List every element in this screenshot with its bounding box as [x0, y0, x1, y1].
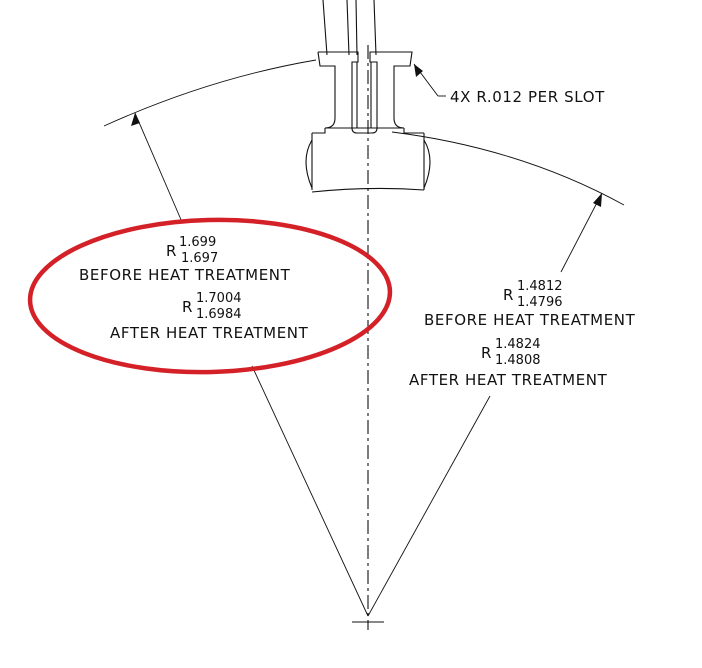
left-before-lower: 1.697 — [181, 251, 218, 266]
left-before-label: BEFORE HEAT TREATMENT — [79, 266, 291, 284]
outer-arc — [103, 59, 317, 127]
slot-note: 4X R.012 PER SLOT — [450, 88, 605, 106]
shaft-lines — [322, 0, 377, 56]
left-after-lower: 1.6984 — [196, 307, 242, 322]
left-before-r-symbol: R — [166, 242, 176, 260]
right-before-r-symbol: R — [503, 286, 513, 304]
highlight-ellipse — [27, 217, 393, 375]
right-before-lower: 1.4796 — [517, 295, 563, 310]
slot-part — [305, 51, 431, 193]
right-radius-leader — [367, 192, 603, 617]
left-radius-callout: R 1.699 1.697 BEFORE HEAT TREATMENT R 1.… — [79, 235, 309, 342]
right-after-r-symbol: R — [481, 344, 491, 362]
slot-note-leader — [413, 63, 446, 97]
left-after-upper: 1.7004 — [196, 291, 242, 306]
right-after-upper: 1.4824 — [495, 337, 541, 352]
right-before-upper: 1.4812 — [517, 279, 563, 294]
left-after-r-symbol: R — [182, 298, 192, 316]
right-after-lower: 1.4808 — [495, 353, 541, 368]
inner-arc — [391, 131, 625, 206]
right-after-label: AFTER HEAT TREATMENT — [409, 371, 608, 389]
left-after-label: AFTER HEAT TREATMENT — [110, 324, 309, 342]
right-radius-callout: R 1.4812 1.4796 BEFORE HEAT TREATMENT R … — [409, 279, 636, 389]
left-before-upper: 1.699 — [179, 235, 216, 250]
right-before-label: BEFORE HEAT TREATMENT — [424, 311, 636, 329]
left-radius-leader — [131, 112, 369, 617]
